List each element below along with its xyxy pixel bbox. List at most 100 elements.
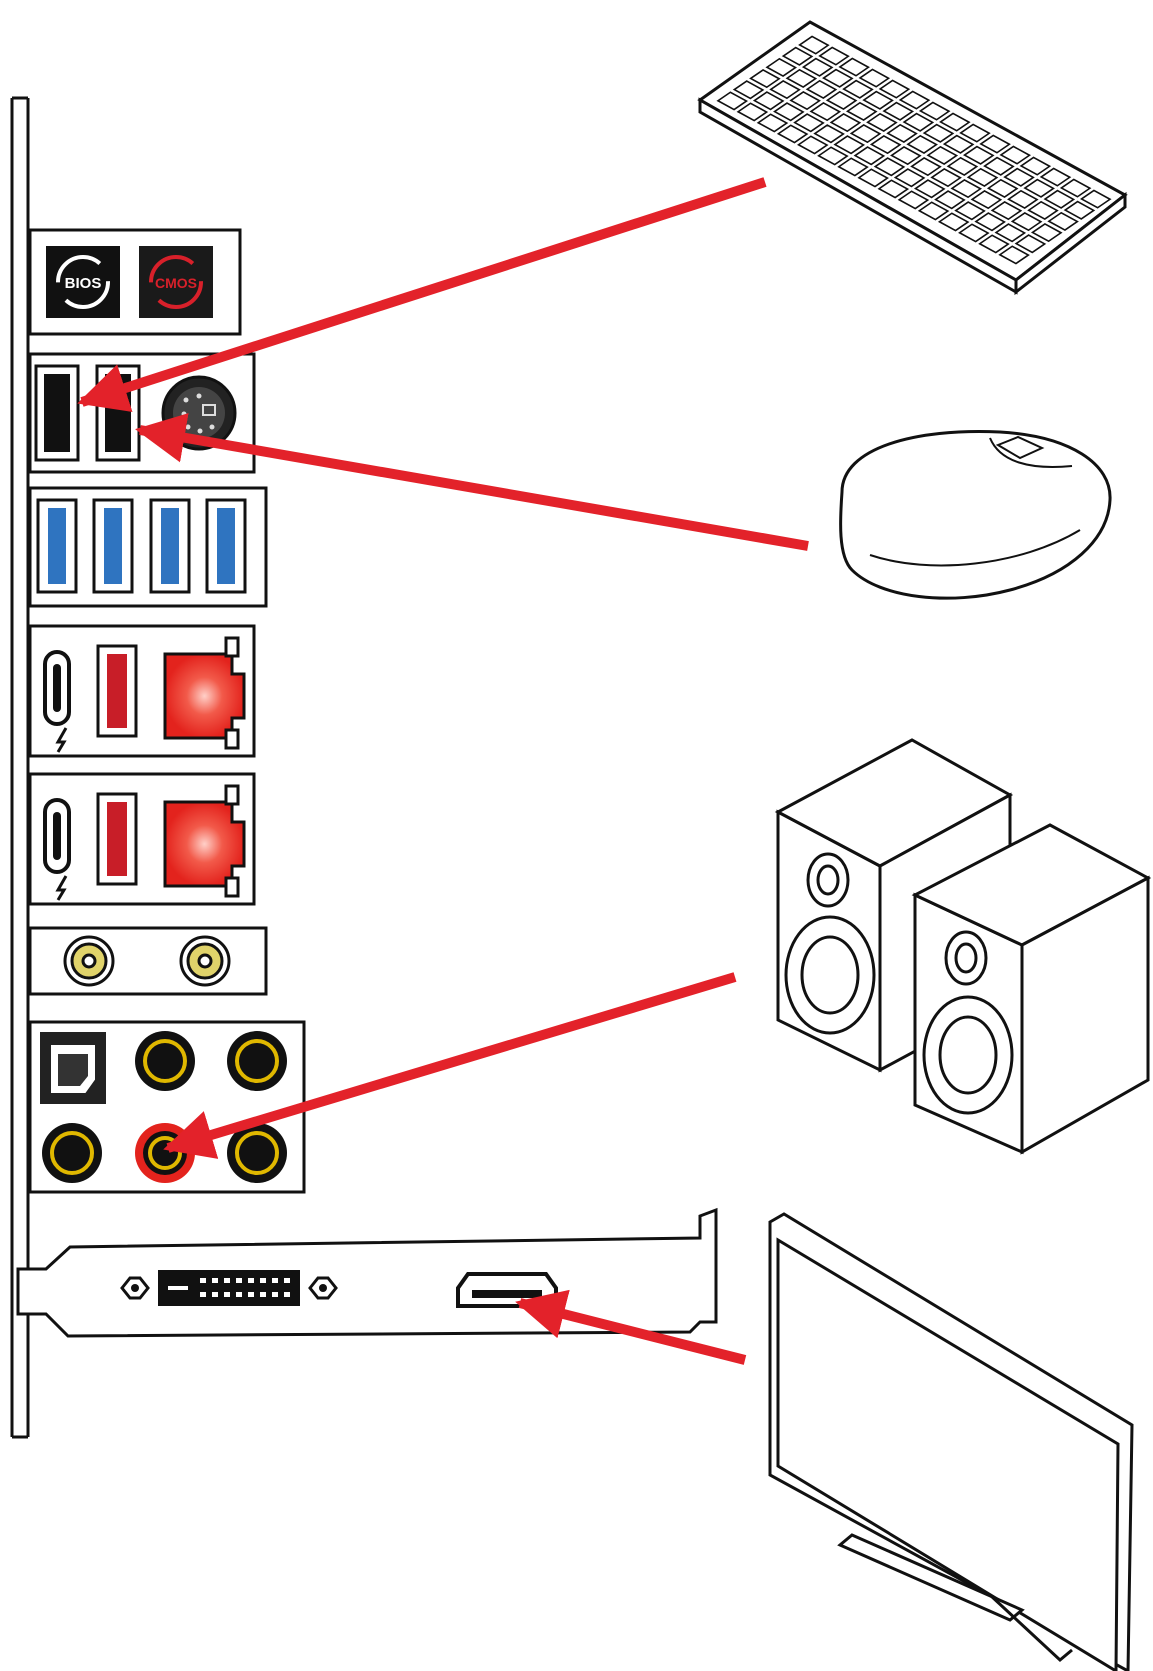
connection-arrows [77, 177, 809, 1365]
keyboard-key [882, 101, 915, 121]
keyboard-key [898, 90, 931, 110]
audio-line-out[interactable] [135, 1123, 195, 1183]
keyboard-key [979, 134, 1011, 154]
keyboard-key [869, 135, 902, 155]
keyboard-key [829, 113, 862, 133]
tb-lan-block-1 [28, 624, 256, 758]
antenna-connector-1[interactable] [63, 935, 115, 987]
keyboard-key [862, 90, 894, 110]
usb-port-a[interactable] [34, 364, 80, 462]
keyboard-key [942, 134, 975, 154]
mouse-icon [839, 430, 1112, 600]
keyboard-key [813, 124, 845, 144]
keyboard-key [749, 69, 781, 89]
lan-port-2[interactable] [163, 784, 246, 898]
keyboard-key [769, 80, 801, 100]
arrow-mouse-to-usb [135, 413, 809, 551]
keyboard-key [959, 123, 991, 143]
keyboard-key [930, 168, 962, 188]
keyboard-key [716, 91, 749, 111]
keyboard-key [837, 157, 869, 177]
keyboard-key [776, 124, 809, 144]
usb3-block [28, 486, 268, 608]
tb-lan-block-2 [28, 772, 256, 906]
usb3-port-1[interactable] [36, 498, 78, 594]
thunderbolt-port-1[interactable] [43, 650, 71, 753]
keyboard-key [817, 146, 849, 166]
keyboard-key [1063, 200, 1096, 220]
keyboard-key [781, 46, 814, 66]
keyboard-key [858, 68, 891, 88]
keyboard-key [793, 113, 825, 133]
usb3-port-4[interactable] [205, 498, 247, 594]
thunderbolt-port-2[interactable] [43, 798, 71, 901]
keyboard-key [897, 190, 930, 210]
usb-port-b[interactable] [95, 364, 141, 462]
keyboard-key [937, 212, 970, 232]
keyboard-key [1030, 223, 1063, 243]
keyboard-key [878, 79, 911, 99]
keyboard-key [994, 223, 1027, 243]
graphics-card-bracket [16, 1207, 718, 1338]
keyboard-key [1027, 200, 1059, 220]
lan-port-1[interactable] [163, 636, 246, 750]
keyboard-key [849, 124, 882, 144]
keyboard-key [1019, 156, 1052, 176]
keyboard-key [838, 57, 870, 77]
keyboard-key [1059, 178, 1092, 198]
audio-jack-3[interactable] [42, 1123, 102, 1183]
keyboard-key [752, 91, 785, 111]
antenna-connector-2[interactable] [179, 935, 231, 987]
cmos-button-label: CMOS [155, 275, 197, 291]
keyboard-key [986, 178, 1019, 198]
keyboard-key [990, 201, 1023, 221]
optical-spdif-port[interactable] [40, 1032, 106, 1104]
keyboard-key [958, 223, 990, 243]
audio-jack-2[interactable] [227, 1031, 287, 1091]
io-shield [10, 96, 30, 1439]
keyboard-key [1014, 234, 1047, 254]
keyboard-key [1039, 167, 1072, 187]
audio-jack-5[interactable] [227, 1123, 287, 1183]
clear-cmos-button[interactable]: CMOS [139, 246, 213, 318]
keyboard-key [873, 157, 906, 177]
keyboard-key [805, 79, 838, 99]
hdmi-port[interactable] [456, 1272, 558, 1308]
keyboard-key [910, 157, 942, 177]
keyboard-key [970, 190, 1003, 210]
arrow-speakers-to-audio [163, 972, 737, 1159]
keyboard-key [1047, 211, 1079, 231]
usb3-port-2[interactable] [92, 498, 134, 594]
keyboard-key [946, 156, 979, 176]
usb-red-port-1[interactable] [96, 644, 138, 738]
speaker-right [911, 823, 1152, 1155]
keyboard-key [756, 113, 789, 133]
keyboard-key [962, 145, 995, 165]
keyboard-key [902, 112, 935, 132]
keyboard-key [866, 112, 898, 132]
keyboard-key [825, 90, 858, 110]
antenna-block [28, 926, 268, 996]
keyboard-key [785, 68, 818, 88]
keyboard-key [809, 102, 842, 122]
keyboard-key [998, 245, 1030, 265]
keyboard-key [950, 179, 983, 199]
keyboard-key [833, 135, 866, 155]
keyboard-key [1023, 178, 1055, 198]
keyboard-key [857, 168, 889, 188]
speakers-icon [774, 738, 1152, 1155]
keyboard-key [853, 146, 886, 166]
thunderbolt-icon [55, 875, 68, 901]
usb3-port-3[interactable] [149, 498, 191, 594]
keyboard-key [1043, 189, 1076, 209]
usb-red-port-2[interactable] [96, 792, 138, 886]
keyboard-key [732, 80, 765, 100]
bios-flashback-button[interactable]: BIOS [46, 246, 120, 318]
dvi-port[interactable] [120, 1270, 338, 1306]
keyboard-key [1003, 167, 1035, 187]
keyboard-key [954, 201, 986, 221]
keyboard-key [1079, 189, 1112, 209]
keyboard-key [736, 102, 769, 122]
audio-jack-1[interactable] [135, 1031, 195, 1091]
keyboard-key [917, 201, 950, 221]
